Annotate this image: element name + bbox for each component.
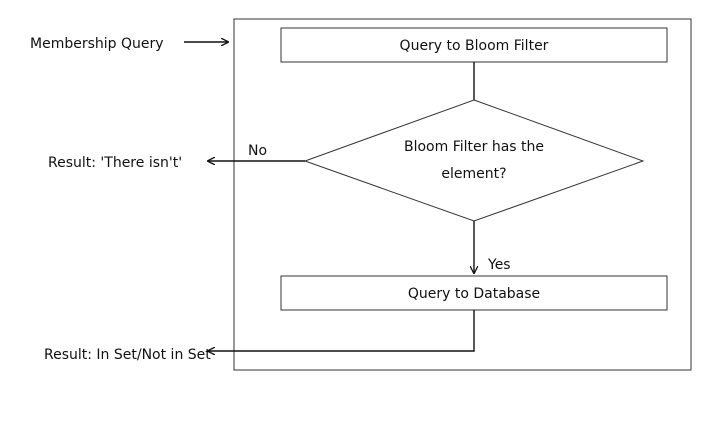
query-bloom-filter-label: Query to Bloom Filter [400,38,549,54]
result-final-label: Result: In Set/Not in Set [44,347,211,363]
decision-label-line2: element? [441,166,506,182]
result-absent-label: Result: 'There isn't' [48,155,182,171]
process-frame [233,18,692,371]
yes-branch-label: Yes [487,257,511,273]
decision-label-line1: Bloom Filter has the [404,139,544,155]
membership-query-label: Membership Query [30,36,164,52]
query-bloom-filter-box [280,27,668,63]
query-database-label: Query to Database [408,286,540,302]
decision-diamond [303,99,645,222]
no-branch-label: No [248,143,267,159]
final-result-arrow [208,310,475,351]
